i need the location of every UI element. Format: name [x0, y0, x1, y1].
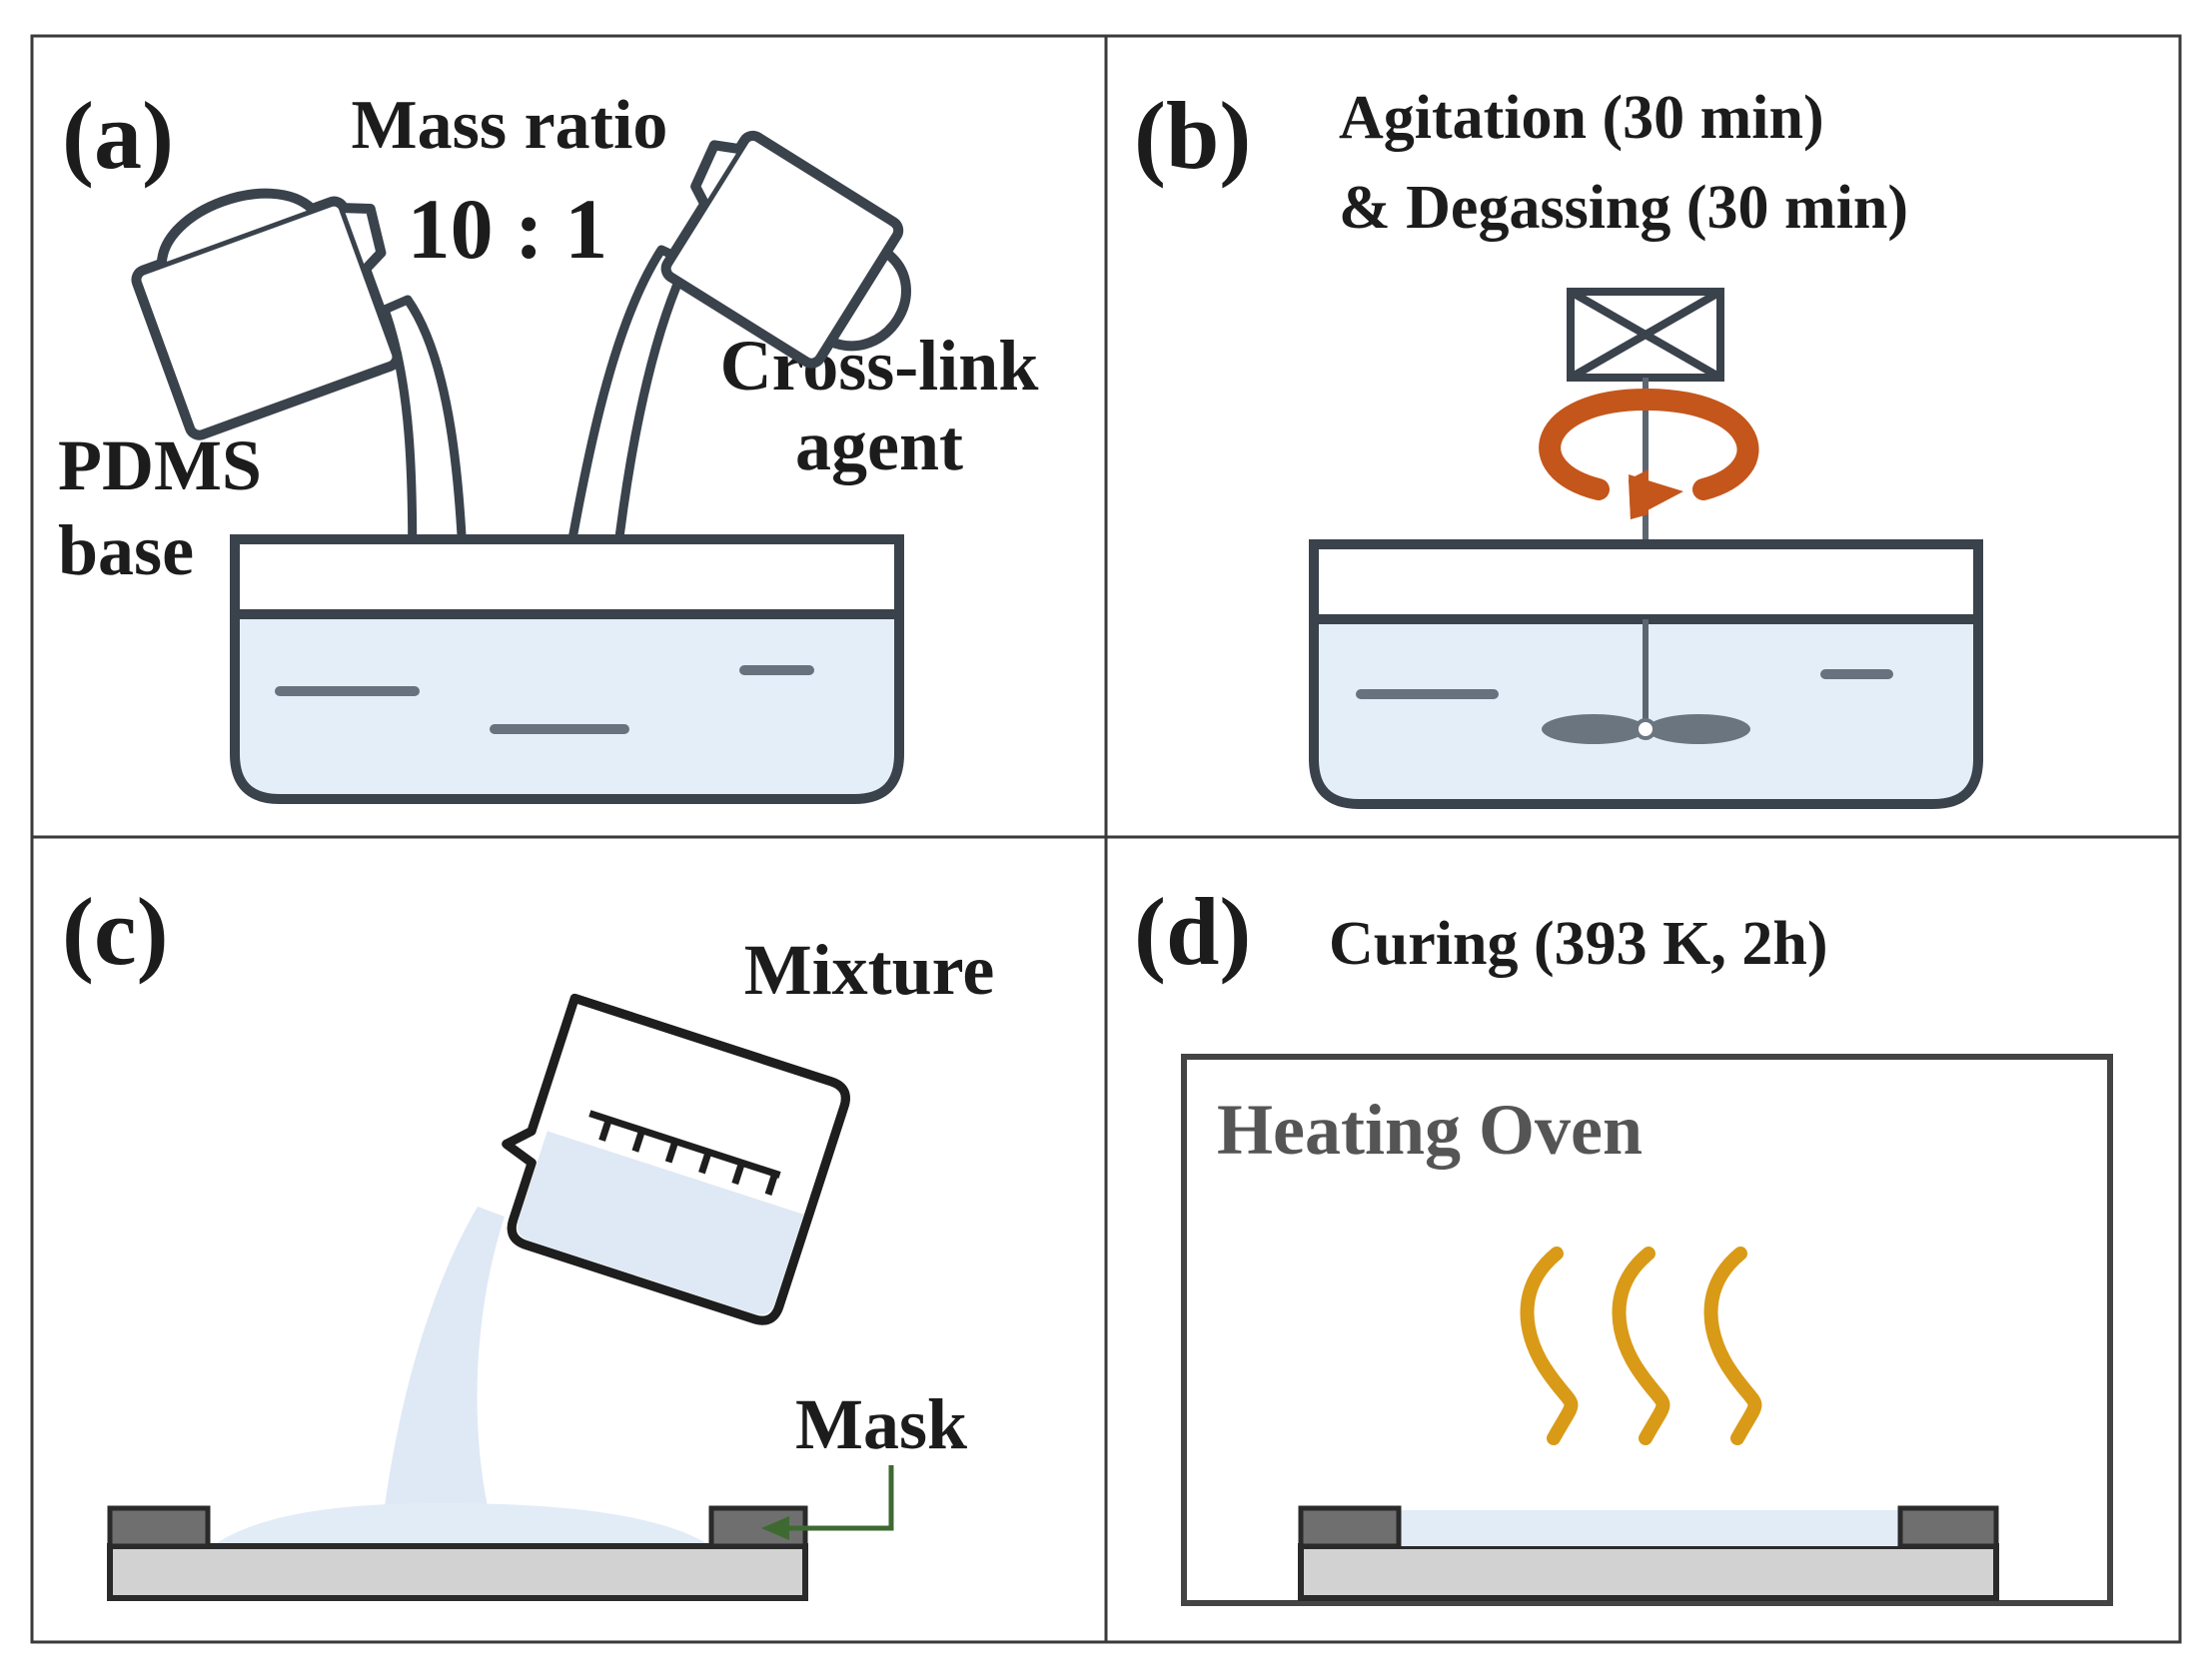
panel-c: (c) Mixture Mask: [62, 878, 995, 1601]
basin-a-liquid: [230, 609, 904, 804]
panel-d-letter: (d): [1134, 878, 1251, 985]
stirrer-motor-icon: [1567, 288, 1724, 382]
rotation-arrow-icon: [1539, 388, 1759, 519]
panel-grid: [30, 34, 2182, 1644]
substrate-with-mask-c: [107, 1505, 808, 1601]
panel-a-letter: (a): [62, 82, 174, 189]
cured-pdms-layer: [1399, 1510, 1900, 1546]
mixture-stream: [385, 1207, 505, 1506]
curing-title: Curing (393 K, 2h): [1329, 910, 1827, 978]
heat-waves-icon: [1520, 1247, 1762, 1445]
mask-left-d: [1298, 1505, 1402, 1549]
panel-c-letter: (c): [62, 878, 169, 985]
heating-oven-label: Heating Oven: [1217, 1090, 1643, 1170]
panel-b: (b) Agitation (30 min) & Degassing (30 m…: [1134, 82, 1983, 809]
mask-right-d: [1897, 1505, 1999, 1549]
crosslink-pitcher: [660, 130, 911, 369]
substrate-with-mask-d: [1298, 1505, 1999, 1601]
agitation-title-line2: & Degassing (30 min): [1339, 174, 1908, 242]
mass-ratio-title: Mass ratio: [352, 87, 668, 164]
agitation-title-line1: Agitation (30 min): [1339, 84, 1824, 152]
pdms-pitcher: [131, 188, 403, 440]
mask-label: Mask: [795, 1384, 967, 1464]
mass-ratio-value: 10 : 1: [408, 181, 608, 277]
impeller-icon: [1542, 714, 1750, 744]
pdms-base-label-line2: base: [58, 510, 194, 590]
measuring-beaker-icon: [502, 993, 850, 1325]
mask-left: [107, 1505, 211, 1549]
panel-a: (a) Mass ratio 10 : 1 PDMS base Cross-li…: [58, 82, 1038, 804]
mixing-basin-a: [230, 534, 904, 804]
panel-b-letter: (b): [1134, 82, 1251, 189]
panel-d: (d) Curing (393 K, 2h) Heating Oven: [1134, 878, 2113, 1606]
pdms-base-label-line1: PDMS: [58, 425, 262, 505]
mask-pointer-arrow: [761, 1465, 894, 1540]
mixture-puddle: [212, 1503, 711, 1546]
cross-link-label-line2: agent: [795, 406, 963, 485]
mixture-label: Mixture: [744, 930, 995, 1010]
